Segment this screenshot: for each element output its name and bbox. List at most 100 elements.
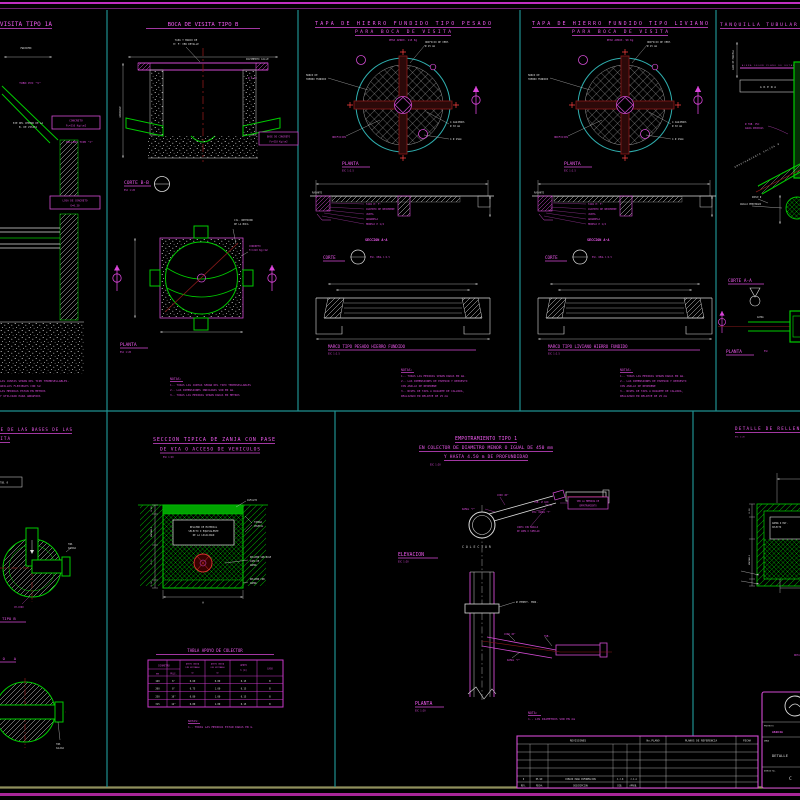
tb-footer-aprob: APROB. [630, 784, 638, 787]
p7-label-tierra-line1: TIERRA [254, 521, 263, 524]
p2-label-tapa-line2: Hº Fº VER DETALLE [173, 42, 199, 46]
panel-tapa-tipo-liviano: TAPA DE HIERRO FUNDIDO TIPO LIVIANO PARA… [528, 21, 716, 398]
p4-marco-title: MARCO TIPO LIVIANO HIERRO FUNDIDO [548, 344, 628, 349]
p1-note-line: ANILLOS FLEXIBLES CON SU [0, 384, 41, 388]
tb-revision-row: 0 05-99 DIBUJO PARA INFORMACION J.J.R J.… [523, 778, 638, 781]
p7-box-line: SELECTO O EQUIVALENTE [188, 530, 219, 533]
p8-label-codo: CODO 45° [497, 494, 509, 497]
p7-notas-title: NOTAS: [188, 719, 199, 723]
p1-note-line: LAS MEDIDAS ESTAN EN METROS [0, 389, 46, 393]
title-block: REVISIONES No.PLANO PLANOS DE REFERENCIA… [516, 691, 800, 789]
p3-sec-label: ARANDELA [366, 217, 379, 221]
p3-planta-esc: ESC 1:2.5 [342, 170, 355, 173]
tb-company-box: PROYECTO ASOCIA OBRA DETALLE DIBUJO No. … [761, 691, 800, 789]
p3-corte-label: CORTE [323, 255, 336, 260]
p7-dim-left: VARIABLE [150, 526, 153, 537]
tb-rev-dib: J.J.R [617, 778, 624, 781]
p8-planta-label: PLANTA [415, 701, 432, 707]
p3-label-orificio-line1: ORIFICIO DE VENT. [425, 41, 449, 44]
p8-esc: ESC 1:20 [430, 464, 441, 467]
tb-dibujo-label: DIBUJO No. [764, 771, 776, 773]
panel-dividers [0, 10, 800, 787]
p4-label-rasante: RASANTE [534, 192, 545, 195]
p2-label-cil-line1: CIL. INTERIOR [234, 219, 253, 222]
p4-title-line1: TAPA DE HIERRO FUNDIDO TIPO LIVIANO [532, 21, 708, 27]
p3-nota-line: 1.- TODAS LAS MEDIDAS SERAN DADAS EN mm. [401, 374, 466, 378]
p1-notes: LAS JUNTAS SERAN DEL TIPO TERMOSELLABLES… [0, 379, 69, 398]
p7-callout-bot-line: ARENA [250, 582, 257, 585]
p4-nota-line: 2.- LAS DIMENSIONES DE ESPESOR Y REPUEST… [620, 379, 687, 383]
p8-nota: 1.- LOS DIAMETROS SON EN mm [528, 717, 575, 721]
p8-label-colector: C O L E C T O R [462, 545, 491, 549]
tabla-apoyo-colector: TABLA APOYO DE COLECTOR DIAMETRO mm PULG… [147, 648, 284, 708]
p7-td: 0.15 [241, 703, 247, 706]
p8-title-line1: EMPOTRAMIENTO TIPO 1 [455, 436, 517, 442]
p4-label-marco-line2: HIERRO FUNDIDO [528, 78, 549, 81]
p5-label-niple: NIPLE Ø [752, 196, 762, 199]
p1-box-concreto-line2: Fc=210 Kg/cm2 [66, 124, 87, 128]
p7-th: CON ENTIBADO [210, 666, 225, 669]
p7-td: 160 [155, 680, 160, 683]
p4-corte-esc: ESC. REAL 1:2.5 [592, 256, 612, 259]
p5-label-arena: A R E N A [760, 85, 776, 89]
p7-td: B [269, 680, 271, 683]
p7-box-line: DE LA LOCALIDAD [193, 534, 215, 537]
p4-sec-label: ASIENTO DE NEOPRENE [588, 207, 617, 211]
p3-marco-title: MARCO TIPO PESADO HIERRO FUNDIDO [328, 344, 406, 349]
p4-label-orificio-line2: Ø 25 mm [647, 45, 658, 48]
p7-dim-left: 0.10 [151, 581, 153, 587]
tb-rev-desc: DIBUJO PARA INFORMACION [565, 778, 596, 781]
p1-box-losa-line2: E=0.20 [70, 204, 80, 208]
tb-proyecto-value: ASOCIA [772, 730, 783, 734]
p3-nota-line: 2.- LAS DIMENSIONES DE ESPESOR Y REPUEST… [401, 379, 468, 383]
tb-footer-dib: DIB. [617, 784, 622, 787]
panel-boca-visita-tipo-b: BOCA DE VISITA TIPO B TAPA Y MARCO DE Hº… [112, 22, 299, 397]
tb-proyecto-label: PROYECTO [764, 726, 774, 728]
p7-td: 0.60 [190, 680, 196, 683]
p7-esc: ESC 1:20 [163, 456, 174, 459]
p6-label-tub1-line1: TUB. [68, 543, 73, 546]
p4-subtitle: PESO APROX. 90 Kg [607, 38, 634, 42]
p2-nota-line: 2.- LAS DIMENSIONES INDICADAS SON EN mm. [170, 388, 235, 392]
p7-td: B [269, 703, 271, 706]
p2-dim-variable: VARIABLE [119, 106, 122, 118]
p8-elevacion-esc: ESC 1:20 [398, 561, 409, 564]
p1-note-line: Y UTILIZAR PARA ANDAMIOS [0, 394, 41, 398]
p3-title-line2: PARA BOCA DE VISITA [355, 29, 451, 35]
p4-planta-esc: ESC 1:2.5 [564, 170, 577, 173]
tb-footer-row: REV. FECHA DESCRIPCION DIB. APROB. [521, 784, 638, 787]
p7-td: B [269, 688, 271, 691]
tb-footer-rev: REV. [521, 784, 526, 787]
p7-callout-mid-line: ARENA [250, 564, 257, 567]
p4-nota-line: 1.- TODAS LAS MEDIDAS SERAN DADAS EN mm. [620, 374, 685, 378]
panel-empotramiento-tipo-1: EMPOTRAMIENTO TIPO 1 EN COLECTOR DE DIAM… [398, 436, 612, 721]
tb-rev-aprob: J.C.A [630, 778, 637, 781]
panel-detalle-relleno: DETALLE DE RELLENO ESC 1:20 ARENA O MAT.… [735, 426, 800, 657]
p6-box-tub: TUB. Ø [0, 482, 9, 485]
p1-label-eje-line1: EJE DEL CENTRO DE LA [13, 121, 44, 125]
p6-title-line1: DETALLE DE LAS BASES DE LAS [0, 427, 72, 432]
p7-box-line: RELLENO DE MATERIAL [190, 526, 218, 529]
p3-notas-title: NOTAS: [401, 368, 413, 372]
p3-nota-line: 3.- NIVEL DE TAPA A RASANTE DE CALZADA, [401, 389, 464, 393]
p1-label-tubo: TUBO PVC "V" [19, 81, 41, 85]
p7-td: 10" [171, 695, 175, 698]
p4-label-marco-line1: MARCO DE [528, 74, 540, 77]
p7-table-title: TABLA APOYO DE COLECTOR [187, 648, 243, 653]
p8-title-line2: EN COLECTOR DE DIAMETRO MENOR O IGUAL DE… [419, 445, 553, 451]
p3-nota-line: REALIZADO EN RELIEVE DE 25 mm [401, 394, 448, 398]
p7-callout-bot-line: RELLENO CON [250, 578, 265, 581]
tb-obra-value: DETALLE [772, 753, 789, 758]
p7-td: 6" [172, 680, 175, 683]
panel-bases-bocas-visita: DETALLE DE LAS BASES DE LAS BOCAS DE VIS… [0, 427, 77, 750]
p3-subtitle: PESO APROX. 115 Kg [389, 38, 418, 42]
p7-td: 0.15 [241, 695, 247, 698]
p9-dim-2: VARIABLE [748, 554, 751, 565]
p7-callout-mid-line: RELLENO SUB-BASE [250, 556, 272, 559]
p3-label-agujeros-line1: 4 AGUJEROS [450, 121, 465, 124]
p5-corte-label: CORTE A-A [728, 278, 752, 284]
p7-th: mm [156, 673, 159, 676]
p6-label-codo: CH-CODO [14, 606, 24, 609]
p7-th: PULG. [170, 673, 177, 676]
